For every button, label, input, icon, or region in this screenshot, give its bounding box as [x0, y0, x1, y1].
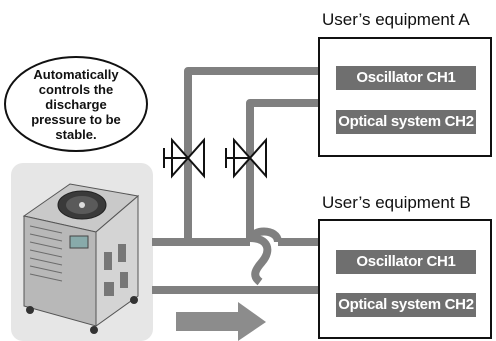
pipe-a-ch1 — [184, 67, 320, 243]
equipment-b-box: Oscillator CH1 Optical system CH2 — [318, 219, 492, 339]
valve-icon — [163, 137, 205, 179]
equipment-a-box: Oscillator CH1 Optical system CH2 — [318, 37, 492, 157]
pipe-a-ch2 — [246, 99, 320, 238]
pipes — [152, 67, 320, 294]
valve-icon — [225, 137, 267, 179]
equipment-a-channel-1: Oscillator CH1 — [336, 66, 476, 90]
equipment-a-title: User’s equipment A — [322, 10, 470, 29]
equipment-b-channel-2: Optical system CH2 — [336, 293, 476, 317]
callout-bubble: Automatically controls the discharge pre… — [4, 56, 148, 152]
equipment-a-channel-2: Optical system CH2 — [336, 110, 476, 134]
pipe-crossover-bridge — [249, 234, 272, 286]
equipment-b-channel-1: Oscillator CH1 — [336, 250, 476, 274]
chiller-unit-icon — [22, 183, 140, 334]
callout-text: Automatically controls the discharge pre… — [31, 66, 121, 142]
flow-arrow-icon — [176, 302, 266, 341]
equipment-b-title: User’s equipment B — [322, 193, 471, 212]
